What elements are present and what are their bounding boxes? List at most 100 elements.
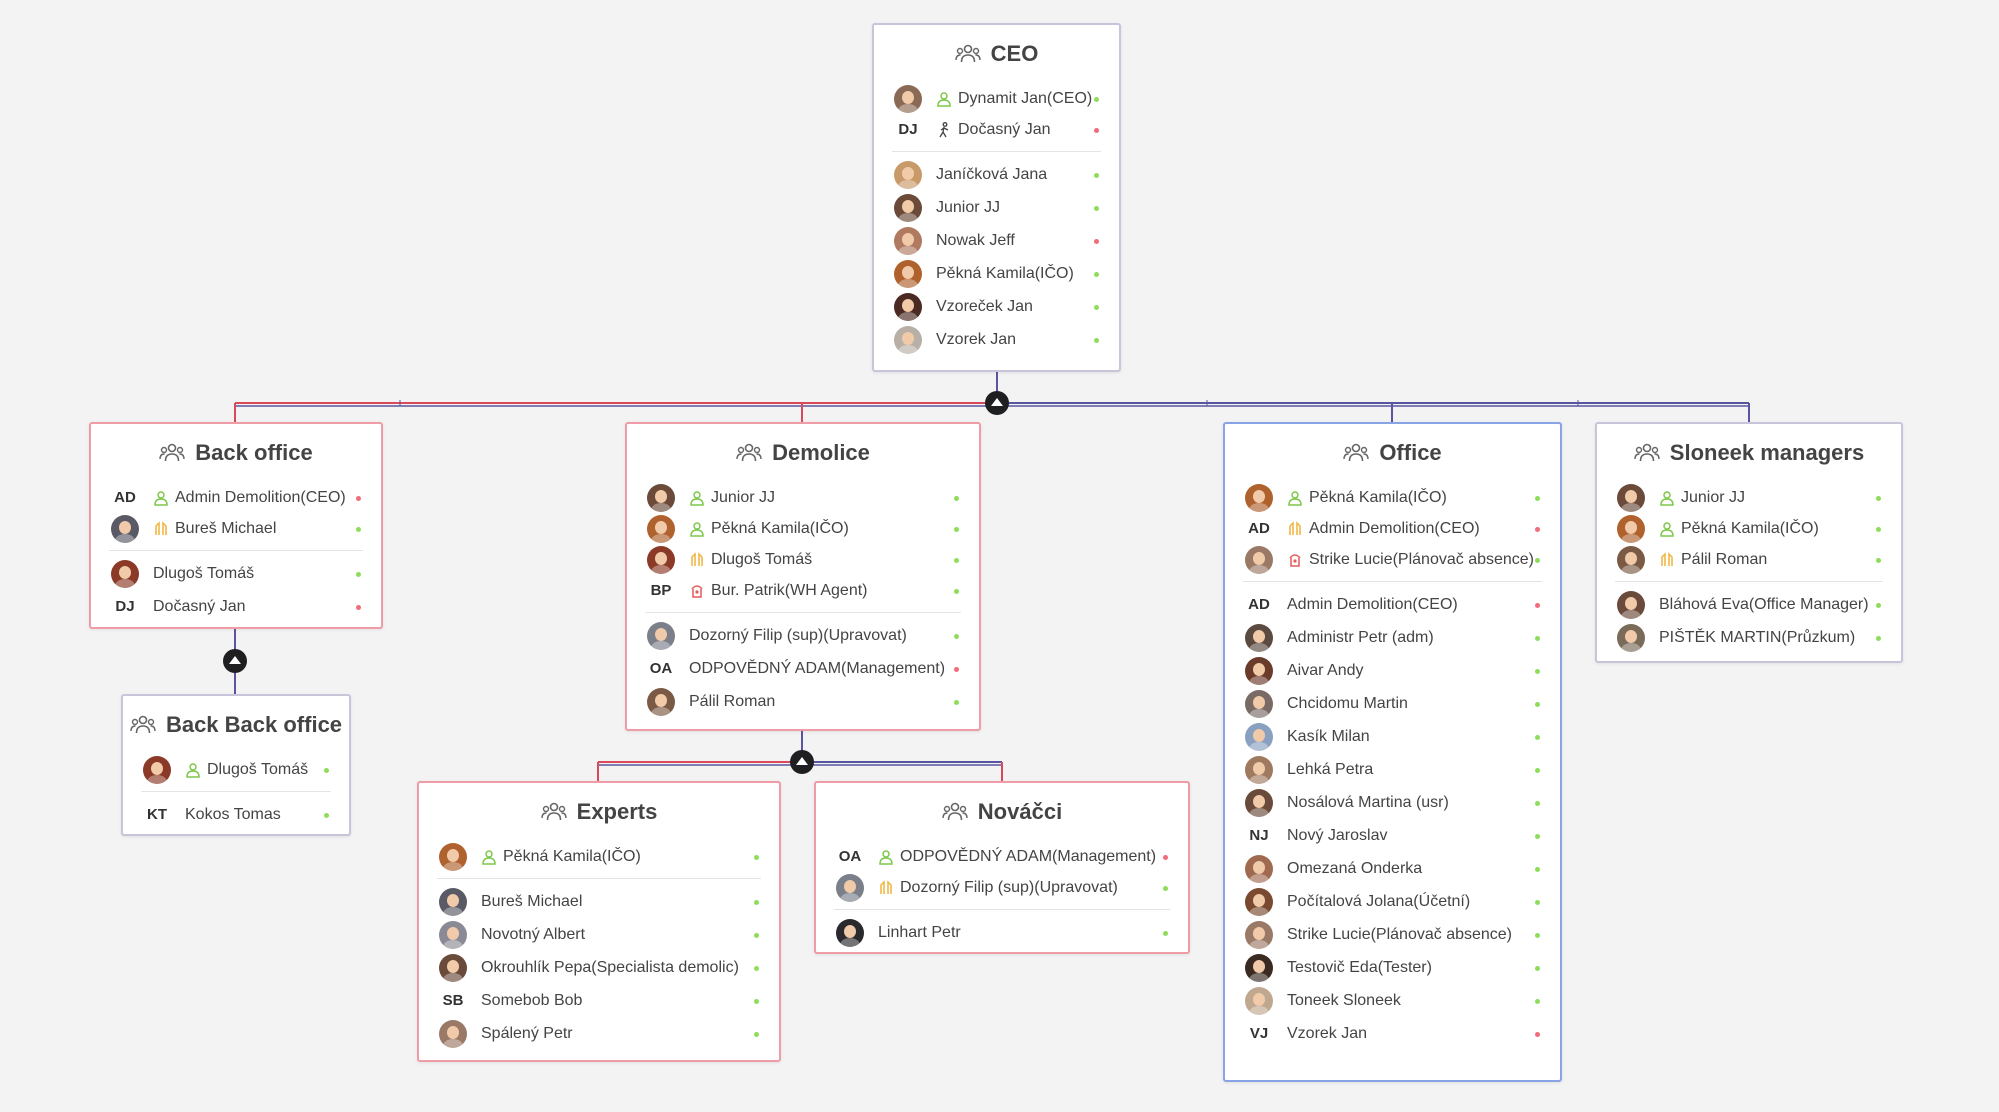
member-row[interactable]: Kasík Milan (1245, 720, 1540, 753)
member-row[interactable]: Počítalová Jolana(Účetní) (1245, 885, 1540, 918)
collapse-demolice-toggle[interactable] (790, 750, 814, 774)
member-row[interactable]: Vzorek Jan (894, 323, 1099, 356)
team-icon (1634, 443, 1660, 462)
member-row[interactable]: Dlugoš Tomáš (647, 544, 959, 575)
status-dot-online (1876, 602, 1881, 608)
member-name: Pěkná Kamila(IČO) (503, 847, 641, 865)
member-name: ODPOVĚDNÝ ADAM(Management) (900, 847, 1157, 865)
status-dot-online (1876, 635, 1881, 641)
status-dot-online (1535, 866, 1540, 872)
card-title-text: Demolice (772, 440, 870, 465)
status-dot-online (1535, 800, 1540, 806)
member-row[interactable]: Pěkná Kamila(IČO) (1245, 482, 1540, 513)
member-row[interactable]: Nosálová Martina (usr) (1245, 786, 1540, 819)
avatar (1245, 545, 1273, 574)
avatar (1617, 483, 1645, 512)
status-dot-online (1535, 668, 1540, 674)
initials-badge: VJ (1249, 1025, 1269, 1042)
member-row[interactable]: Dynamit Jan(CEO) (894, 83, 1099, 114)
member-row[interactable]: Toneek Sloneek (1245, 984, 1540, 1017)
avatar (647, 687, 675, 716)
avatar (836, 873, 864, 902)
collapse-ceo-toggle[interactable] (985, 391, 1009, 415)
member-row[interactable]: Strike Lucie(Plánovač absence) (1245, 918, 1540, 951)
member-row[interactable]: Nowak Jeff (894, 224, 1099, 257)
member-row[interactable]: Testovič Eda(Tester) (1245, 951, 1540, 984)
member-row[interactable]: Okrouhlík Pepa(Specialista demolic) (439, 951, 759, 984)
member-name: ODPOVĚDNÝ ADAM(Management) (689, 659, 946, 677)
member-name: Bur. Patrik(WH Agent) (711, 581, 868, 599)
member-row[interactable]: Spálený Petr (439, 1017, 759, 1050)
member-row[interactable]: Pěkná Kamila(IČO) (439, 841, 759, 872)
member-row[interactable]: Janíčková Jana (894, 158, 1099, 191)
avatar (894, 259, 922, 288)
member-name: Dynamit Jan(CEO) (958, 89, 1093, 107)
avatar (1245, 887, 1273, 916)
member-row[interactable]: Pěkná Kamila(IČO) (1617, 513, 1881, 544)
group-divider (645, 612, 961, 613)
member-row[interactable]: Dlugoš Tomáš (111, 557, 361, 590)
member-row[interactable]: Novotný Albert (439, 918, 759, 951)
status-dot-offline (1535, 602, 1540, 608)
member-row[interactable]: Pálil Roman (1617, 544, 1881, 575)
member-name: Linhart Petr (878, 923, 961, 941)
member-row[interactable]: Omezaná Onderka (1245, 852, 1540, 885)
manager-icon (690, 490, 704, 506)
member-row[interactable]: Bureš Michael (111, 513, 361, 544)
member-row[interactable]: Dlugoš Tomáš (143, 754, 329, 785)
member-row[interactable]: Junior JJ (894, 191, 1099, 224)
member-row[interactable]: Linhart Petr (836, 916, 1168, 949)
member-row[interactable]: Strike Lucie(Plánovač absence) (1245, 544, 1540, 575)
member-row[interactable]: Vzoreček Jan (894, 290, 1099, 323)
member-row[interactable]: Administr Petr (adm) (1245, 621, 1540, 654)
member-row[interactable]: PIŠTĚK MARTIN(Průzkum) (1617, 621, 1881, 654)
collapse-backoffice-toggle[interactable] (223, 649, 247, 673)
avatar (439, 842, 467, 871)
avatar (1245, 986, 1273, 1015)
status-dot-offline (954, 666, 959, 672)
member-row[interactable]: Junior JJ (647, 482, 959, 513)
deputy-icon (1661, 551, 1673, 566)
member-row[interactable]: Bláhová Eva(Office Manager) (1617, 588, 1881, 621)
avatar (111, 514, 139, 543)
status-dot-online (324, 812, 329, 818)
member-row[interactable]: Dozorný Filip (sup)(Upravovat) (836, 872, 1168, 903)
avatar (647, 514, 675, 543)
member-row[interactable]: Pěkná Kamila(IČO) (647, 513, 959, 544)
member-row[interactable]: Pěkná Kamila(IČO) (894, 257, 1099, 290)
member-row[interactable]: Dozorný Filip (sup)(Upravovat) (647, 619, 959, 652)
team-icon (1343, 443, 1370, 462)
avatar (1617, 623, 1645, 652)
member-row[interactable]: Aivar Andy (1245, 654, 1540, 687)
member-row[interactable]: Lehká Petra (1245, 753, 1540, 786)
member-row[interactable]: Chcidomu Martin (1245, 687, 1540, 720)
member-row[interactable]: Bureš Michael (439, 885, 759, 918)
member-row[interactable]: Pálil Roman (647, 685, 959, 718)
card-title: Back Back office (123, 696, 349, 754)
member-row[interactable]: Junior JJ (1617, 482, 1881, 513)
card-title-text: Back Back office (165, 712, 343, 737)
manager-icon (154, 490, 168, 506)
